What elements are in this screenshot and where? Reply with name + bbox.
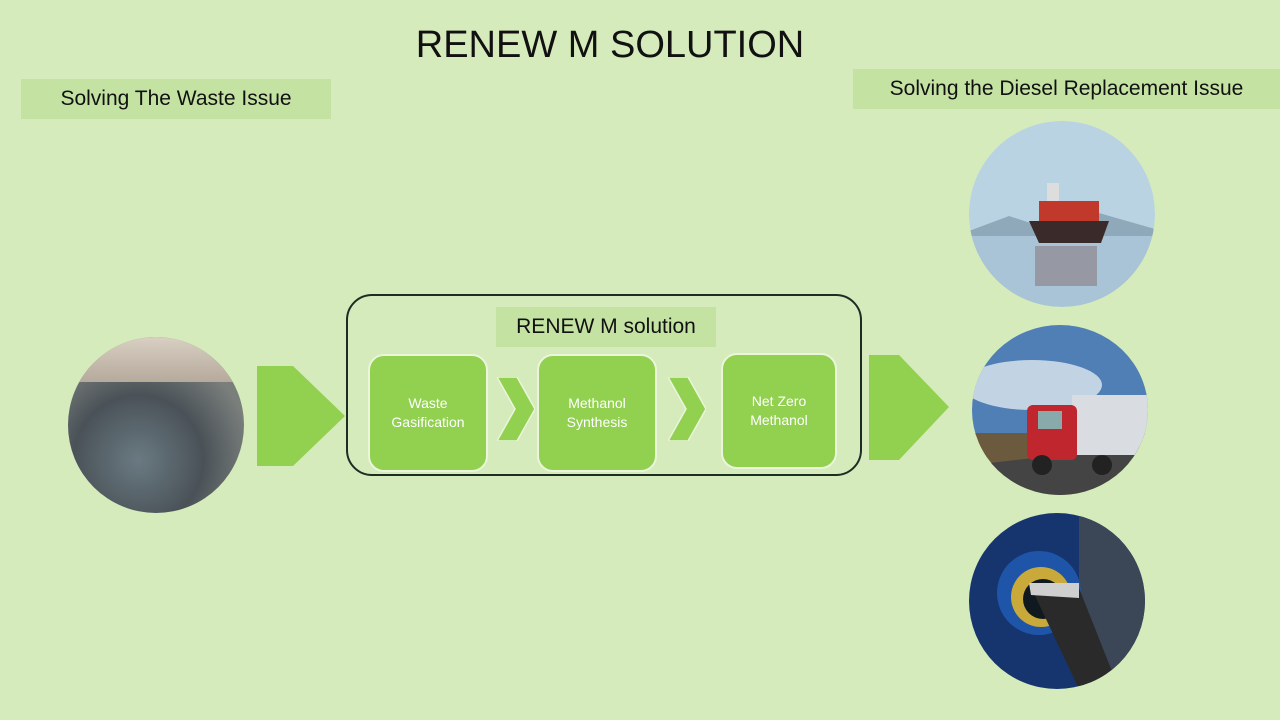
- ship-image: [969, 121, 1155, 307]
- step-methanol-synthesis: Methanol Synthesis: [537, 354, 657, 472]
- output-arrow-icon: [869, 355, 949, 460]
- page-title: RENEW M SOLUTION: [415, 24, 805, 66]
- diesel-issue-label: Solving the Diesel Replacement Issue: [853, 69, 1280, 109]
- step-line: Synthesis: [566, 414, 628, 430]
- step-line: Methanol: [568, 395, 626, 411]
- truck-image: [972, 325, 1148, 495]
- chevron-right-icon: [497, 377, 535, 441]
- step-line: Methanol: [750, 412, 808, 428]
- step-line: Gasification: [391, 414, 465, 430]
- waste-issue-label: Solving The Waste Issue: [21, 79, 331, 119]
- input-arrow-icon: [257, 366, 345, 466]
- renew-m-process-frame: [346, 294, 862, 476]
- step-net-zero-methanol: Net Zero Methanol: [721, 353, 837, 469]
- landfill-image: [68, 337, 244, 513]
- chevron-right-icon: [668, 377, 706, 441]
- fuel-nozzle-image: [969, 513, 1145, 689]
- landfill-sky: [68, 337, 244, 382]
- step-waste-gasification: Waste Gasification: [368, 354, 488, 472]
- process-label: RENEW M solution: [496, 307, 716, 347]
- step-line: Waste: [408, 395, 448, 411]
- step-line: Net Zero: [751, 393, 807, 409]
